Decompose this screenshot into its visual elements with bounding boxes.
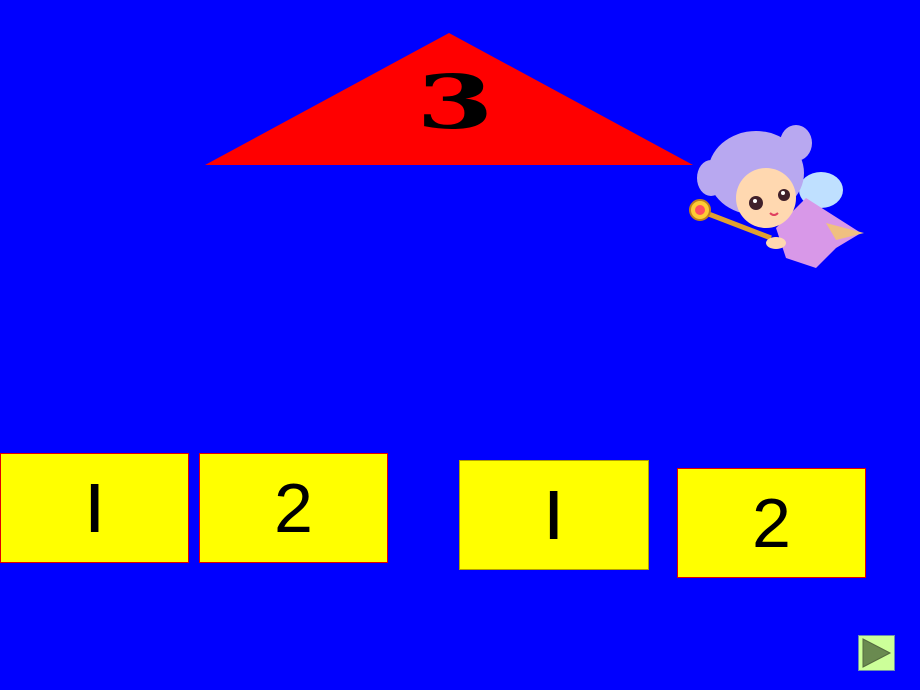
number-card-4[interactable]: 2 [677, 468, 866, 578]
card-label: 2 [274, 469, 313, 547]
number-card-1[interactable]: I [0, 453, 189, 563]
play-next-icon [862, 638, 892, 668]
number-card-2[interactable]: 2 [199, 453, 388, 563]
number-card-3[interactable]: I [459, 460, 649, 570]
card-label: 2 [752, 484, 791, 562]
fairy-icon [689, 125, 864, 268]
card-label: I [87, 469, 102, 547]
card-label: I [546, 476, 562, 554]
next-slide-button[interactable] [858, 635, 895, 671]
triangle-number: 3 [416, 60, 494, 146]
number-triangle [205, 33, 693, 165]
